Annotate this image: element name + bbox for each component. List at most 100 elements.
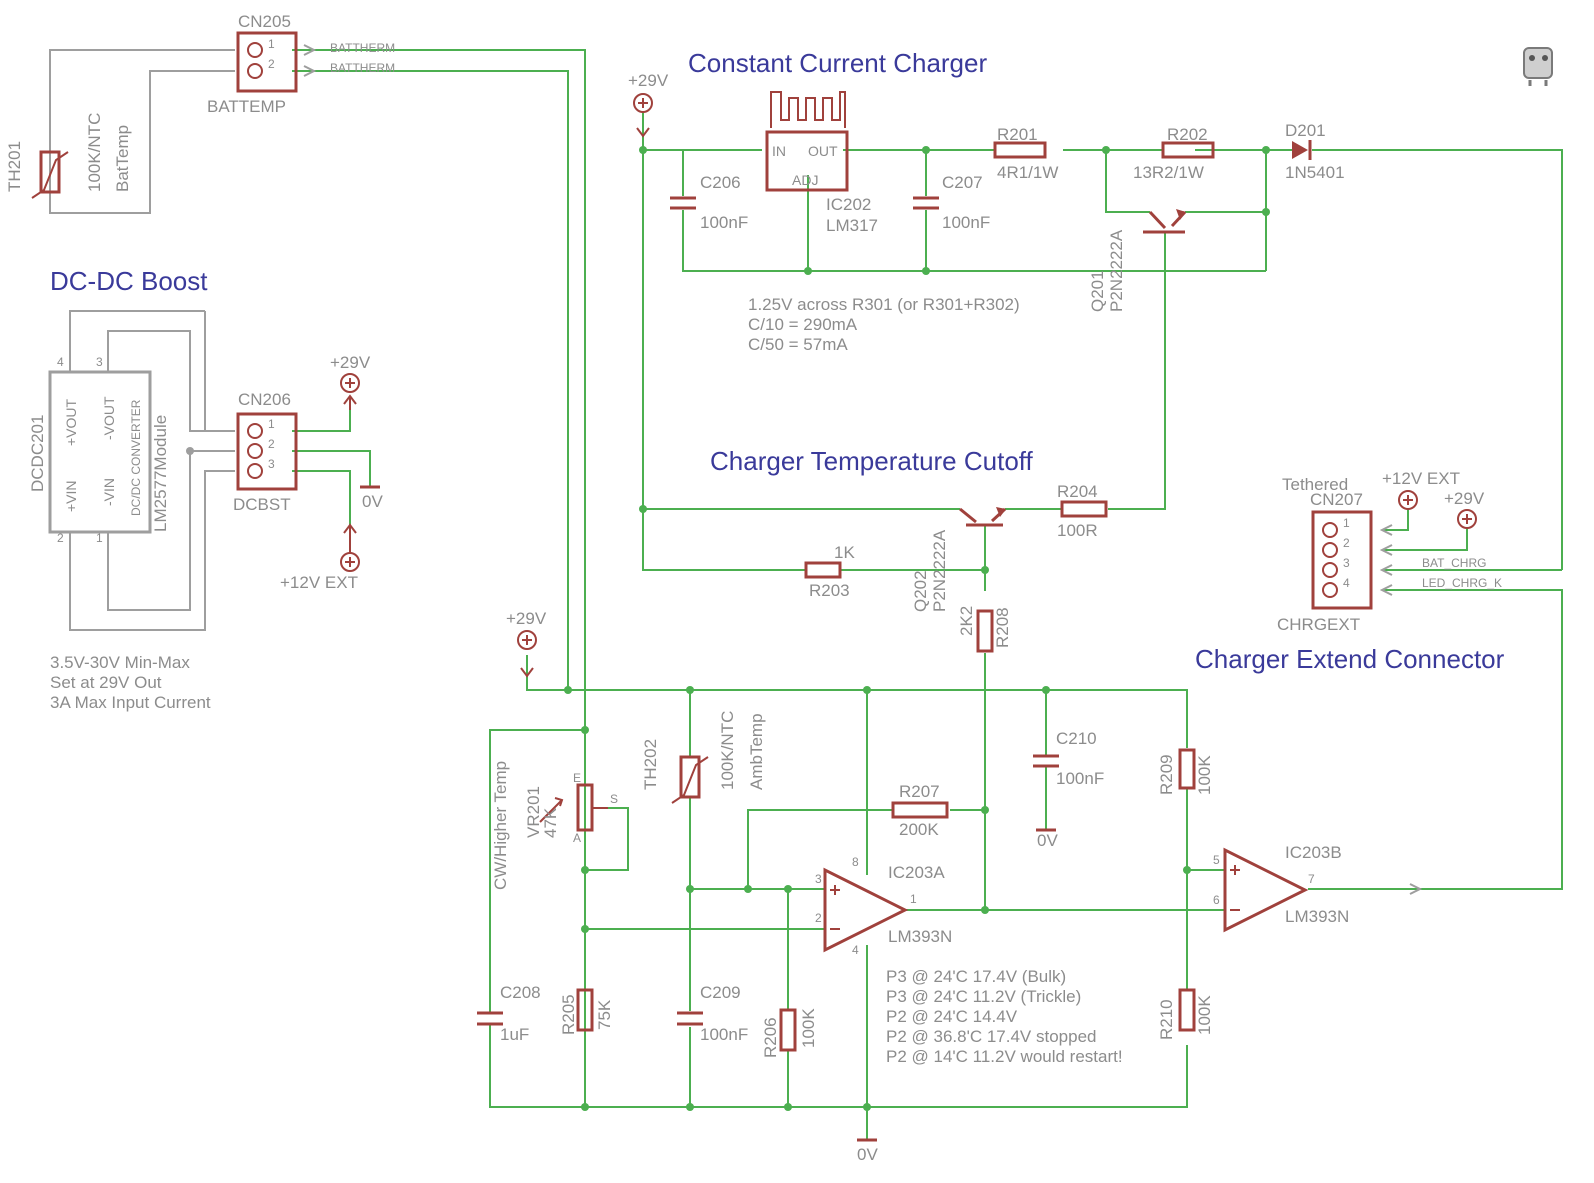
vr201-pin-s-label: S [610, 792, 618, 806]
power-v12-a-label: +12V EXT [280, 573, 358, 592]
c210-value-label: 100nF [1056, 769, 1104, 788]
nets-battherm2-label: BATTHERM [330, 61, 395, 75]
th202-name-label: AmbTemp [747, 713, 766, 790]
grey-wires [49, 49, 235, 631]
ic203a-pin2-label: 2 [815, 911, 822, 925]
c209-value-label: 100nF [700, 1025, 748, 1044]
transistors [959, 209, 1187, 527]
ic203b-pin7-label: 7 [1308, 872, 1315, 886]
r207-ref-label: R207 [899, 782, 940, 801]
comparators [823, 847, 1423, 953]
c210-ref-label: C210 [1056, 729, 1097, 748]
cn207-pin3-label: 3 [1343, 556, 1350, 570]
r202-ref-label: R202 [1167, 125, 1208, 144]
ic203a-ref-label: IC203A [888, 863, 945, 882]
power-symbols [340, 93, 1477, 678]
d201-ref-label: D201 [1285, 121, 1326, 140]
ic202-ref-label: IC202 [826, 195, 871, 214]
r201-ref-label: R201 [997, 125, 1038, 144]
nets-battherm1-label: BATTHERM [330, 41, 395, 55]
ic202-value-label: LM317 [826, 216, 878, 235]
cn207-name-label: CHRGEXT [1277, 615, 1360, 634]
dcdc-module-label: LM2577Module [151, 415, 170, 532]
vr201-value-label: 47K [541, 807, 560, 838]
r206-ref-label: R206 [761, 1017, 780, 1058]
ic203b-value-label: LM393N [1285, 907, 1349, 926]
cn205-name-label: BATTEMP [207, 97, 286, 116]
cn205-connector [236, 31, 317, 93]
cn206-pin3-label: 3 [268, 457, 275, 471]
vr201-potentiometer [539, 783, 608, 832]
q202-value-label: P2N2222A [930, 529, 949, 612]
cn206-pin2-label: 2 [268, 437, 275, 451]
notes-p5-label: P2 @ 14'C 11.2V would restart! [886, 1047, 1123, 1066]
title-charger-extend-connector: Charger Extend Connector [1195, 644, 1505, 674]
dcdc-type-label: DC/DC CONVERTER [129, 399, 143, 516]
notes-cc2-label: C/10 = 290mA [748, 315, 858, 334]
d201-diode [1292, 140, 1312, 160]
dcdc-pin4-label: 4 [57, 355, 64, 369]
notes-p4-label: P2 @ 36.8'C 17.4V stopped [886, 1027, 1096, 1046]
r203-ref-label: R203 [809, 581, 850, 600]
cn207-ref-label: CN207 [1310, 490, 1363, 509]
cn205-pin2-label: 2 [268, 57, 275, 71]
r202-value-label: 13R2/1W [1133, 163, 1204, 182]
ic203a-pin1-label: 1 [910, 892, 917, 906]
c207-ref-label: C207 [942, 173, 983, 192]
q201-value-label: P2N2222A [1107, 229, 1126, 312]
ic203a-value-label: LM393N [888, 927, 952, 946]
cn206-connector [236, 412, 298, 491]
notes-cc3-label: C/50 = 57mA [748, 335, 848, 354]
ic203a-pin4-label: 4 [852, 943, 859, 957]
notes-p2-label: P3 @ 24'C 11.2V (Trickle) [886, 987, 1081, 1006]
cn207-pin4-label: 4 [1343, 576, 1350, 590]
cn205-pin1-label: 1 [268, 37, 275, 51]
vr201-pin-e-label: E [573, 771, 581, 785]
title-constant-current-charger: Constant Current Charger [688, 48, 987, 78]
dcdc201-module [48, 370, 152, 534]
th201-name-label: BatTemp [113, 125, 132, 192]
r210-ref-label: R210 [1157, 999, 1176, 1040]
c207-value-label: 100nF [942, 213, 990, 232]
vr201-ref-label: VR201 [524, 786, 543, 838]
dcdc-pin1-label: 1 [96, 531, 103, 545]
dcdc-vin-plus-label: +VIN [63, 480, 79, 512]
r208-ref-label: R208 [993, 607, 1012, 648]
dcdc-vout-plus-label: +VOUT [63, 398, 79, 446]
th201-thermistor [31, 150, 69, 199]
c209-ref-label: C209 [700, 983, 741, 1002]
labels: Constant Current Charger DC-DC Boost Cha… [5, 12, 1505, 1164]
robot-logo [1523, 47, 1553, 86]
r207-value-label: 200K [899, 820, 939, 839]
title-charger-temperature-cutoff: Charger Temperature Cutoff [710, 446, 1034, 476]
vr201-note-label: CW/Higher Temp [491, 761, 510, 890]
notes-p3-label: P2 @ 24'C 14.4V [886, 1007, 1018, 1026]
power-gnd-c-label: 0V [857, 1145, 878, 1164]
ic202-regulator [765, 91, 849, 192]
notes-cc1-label: 1.25V across R301 (or R301+R302) [748, 295, 1020, 314]
power-v29-c-label: +29V [1444, 489, 1485, 508]
q201-ref-label: Q201 [1088, 270, 1107, 312]
nets-bat-chrg-label: BAT_CHRG [1422, 556, 1486, 570]
notes-dcdc2-label: Set at 29V Out [50, 673, 162, 692]
notes-p1-label: P3 @ 24'C 17.4V (Bulk) [886, 967, 1066, 986]
dcdc-vin-minus-label: -VIN [101, 478, 117, 506]
power-v29-a-label: +29V [330, 353, 371, 372]
ic202-pin-adj-label: ADJ [792, 172, 818, 188]
cn207-pin2-label: 2 [1343, 536, 1350, 550]
dcdc-vout-minus-label: -VOUT [101, 396, 117, 440]
wires [292, 49, 1563, 1140]
resistors [576, 141, 1215, 1052]
cn207-pin1-label: 1 [1343, 516, 1350, 530]
d201-value-label: 1N5401 [1285, 163, 1345, 182]
capacitors [477, 196, 1059, 1026]
dcdc-ref-label: DCDC201 [28, 415, 47, 492]
r204-ref-label: R204 [1057, 482, 1098, 501]
power-gnd-b-label: 0V [1037, 831, 1058, 850]
c206-ref-label: C206 [700, 173, 741, 192]
ic203b-ref-label: IC203B [1285, 843, 1342, 862]
r208-value-label: 2K2 [957, 606, 976, 636]
c208-ref-label: C208 [500, 983, 541, 1002]
th202-thermistor [671, 755, 709, 804]
